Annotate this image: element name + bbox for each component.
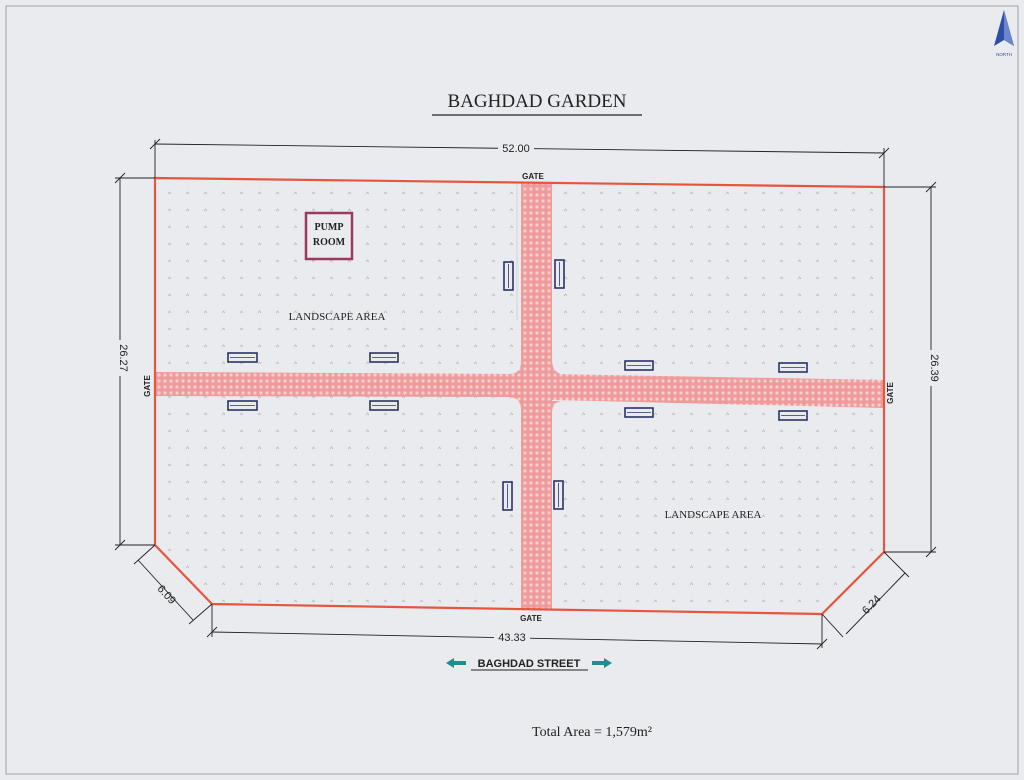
- bench: [553, 480, 564, 510]
- gate-label-top: GATE: [522, 172, 544, 181]
- landscape-area-label-lower-right: LANDSCAPE AREA: [665, 509, 762, 521]
- dim-bg-bottom: [494, 630, 530, 642]
- pump-room: [304, 211, 354, 261]
- dim-bg-right: [923, 350, 939, 386]
- dimension-left: 26.27: [117, 344, 129, 372]
- benches: [227, 259, 808, 511]
- west-walkway: [155, 372, 521, 397]
- north-label: NORTH: [996, 52, 1012, 57]
- landscape-area-label-upper-left: LANDSCAPE AREA: [289, 311, 386, 323]
- plan-title: BAGHDAD GARDEN: [448, 91, 627, 112]
- dim-bg-top: [498, 142, 534, 154]
- bench: [369, 352, 399, 363]
- pump-room-label-1: PUMP: [315, 222, 344, 233]
- bench: [369, 400, 399, 411]
- bench: [227, 400, 258, 411]
- dimension-corner-left: 6.09: [155, 583, 178, 607]
- bench: [778, 410, 808, 421]
- dim-bg-left: [112, 340, 128, 376]
- bench: [624, 407, 654, 418]
- walkways: [155, 178, 884, 614]
- pump-room-label-2: ROOM: [313, 237, 346, 248]
- north-arrow-icon: [994, 10, 1014, 46]
- gate-label-right: GATE: [886, 382, 895, 404]
- gate-label-bottom: GATE: [520, 614, 542, 623]
- street-label: BAGHDAD STREET: [478, 658, 581, 670]
- street-arrow-right-icon: [592, 658, 612, 668]
- dimension-top: 52.00: [502, 143, 530, 155]
- gate-label-left: GATE: [143, 375, 152, 397]
- total-area: Total Area = 1,579m²: [532, 725, 652, 740]
- dimension-right: 26.39: [928, 354, 940, 382]
- east-walkway: [552, 374, 884, 408]
- bench: [778, 362, 808, 373]
- street-arrow-left-icon: [446, 658, 466, 668]
- bench: [624, 360, 654, 371]
- dimension-corner-right: 6.24: [860, 593, 884, 617]
- bench: [503, 261, 514, 291]
- dimension-bottom: 43.33: [498, 632, 526, 644]
- bench: [227, 352, 258, 363]
- bench: [554, 259, 565, 289]
- vertical-walkway: [521, 178, 552, 614]
- bench: [502, 481, 513, 511]
- sheet-border: [5, 5, 1019, 775]
